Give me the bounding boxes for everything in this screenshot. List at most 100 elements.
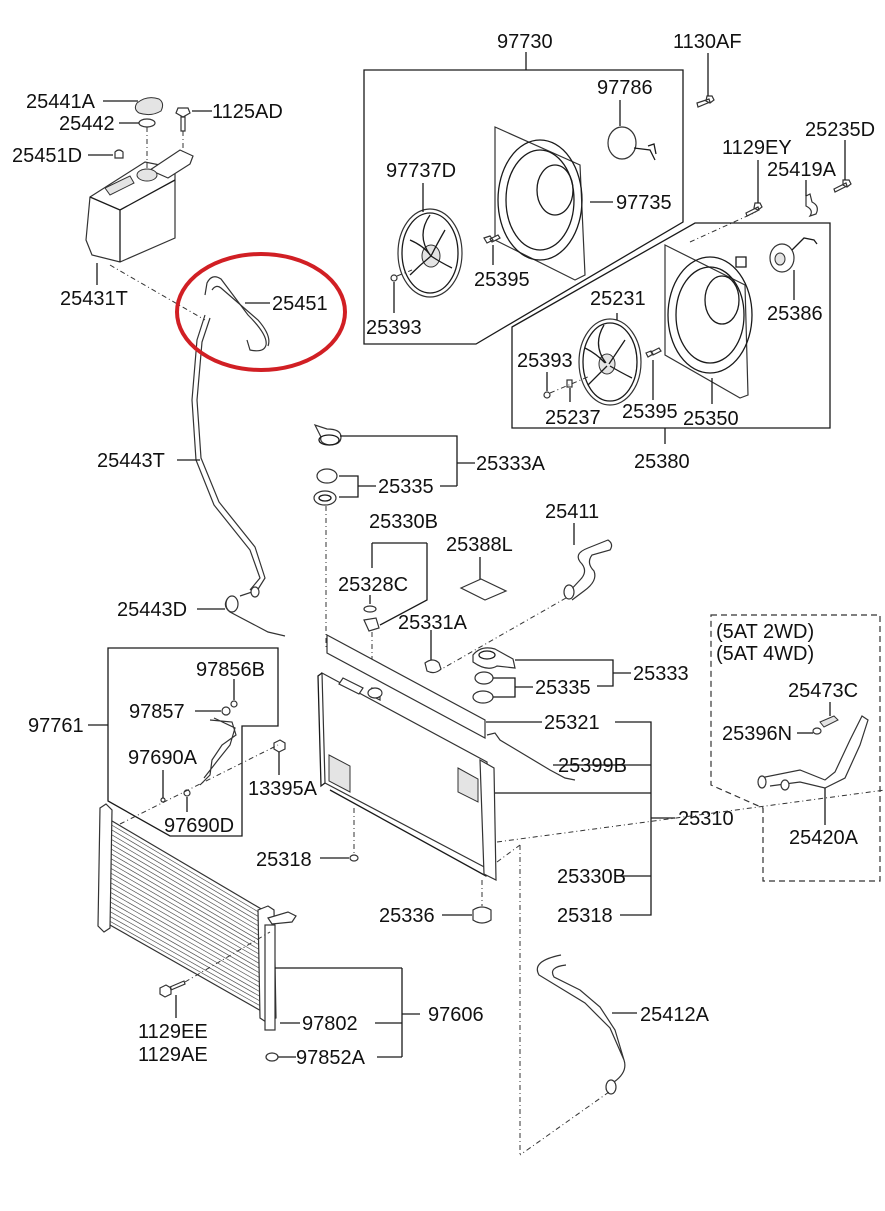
label-25451[interactable]: 25451 [272, 293, 328, 315]
condenser-fin-line [107, 861, 264, 953]
label-97857[interactable]: 97857 [129, 701, 185, 723]
label-25393-b[interactable]: 25393 [517, 350, 573, 372]
label-25473C[interactable]: 25473C [788, 680, 858, 702]
label-97856B[interactable]: 97856B [196, 659, 265, 681]
label-97761[interactable]: 97761 [28, 715, 84, 737]
tube-97761-shape[interactable] [199, 717, 237, 786]
label-97735[interactable]: 97735 [616, 192, 672, 214]
label-25330B-a[interactable]: 25330B [369, 511, 438, 533]
label-25399B[interactable]: 25399B [558, 755, 627, 777]
hose-25420A-shape[interactable] [759, 715, 869, 789]
label-25419A[interactable]: 25419A [767, 159, 837, 181]
label-25442[interactable]: 25442 [59, 113, 115, 135]
label-25441A[interactable]: 25441A [26, 91, 96, 113]
grommet-25335-b-shape[interactable] [313, 490, 337, 506]
bolt-1129EY-shape[interactable] [745, 202, 763, 217]
condenser-fin-line [107, 866, 264, 957]
grommet-25335-c-shape[interactable] [474, 671, 494, 685]
label-97690A[interactable]: 97690A [128, 747, 198, 769]
label-25231[interactable]: 25231 [590, 288, 646, 310]
label-25443T[interactable]: 25443T [97, 450, 165, 472]
label-25388L[interactable]: 25388L [446, 534, 513, 556]
label-25321[interactable]: 25321 [544, 712, 600, 734]
label-25333A[interactable]: 25333A [476, 453, 546, 475]
cap-97852A-shape[interactable] [265, 1052, 279, 1062]
label-25350[interactable]: 25350 [683, 408, 739, 430]
label-97786[interactable]: 97786 [597, 77, 653, 99]
condenser-fin-line [107, 895, 264, 985]
clamp-25331A-shape[interactable] [424, 659, 442, 674]
label-25420A[interactable]: 25420A [789, 827, 859, 849]
bolt-1130AF-shape[interactable] [696, 95, 715, 108]
label-25443D[interactable]: 25443D [117, 599, 187, 621]
label-25386[interactable]: 25386 [767, 303, 823, 325]
oring-25328C-shape[interactable] [363, 605, 377, 613]
grommet-25335-d-shape[interactable] [472, 690, 494, 704]
fan-motor-97786-shape[interactable] [607, 126, 637, 160]
label-97690D[interactable]: 97690D [164, 815, 234, 837]
gasket-25396N-shape[interactable] [812, 727, 822, 735]
condenser-fin-line [107, 851, 264, 943]
ac-tube-group: 97761 97856B 97857 97690A 97690D 13395A [28, 647, 318, 837]
sensor-25473C-shape[interactable] [819, 715, 839, 728]
nut-13395A-shape[interactable] [273, 739, 286, 753]
label-25431T[interactable]: 25431T [60, 288, 128, 310]
label-1129EE[interactable]: 1129EE [138, 1021, 208, 1043]
label-97737D[interactable]: 97737D [386, 160, 456, 182]
label-25412A[interactable]: 25412A [640, 1004, 710, 1026]
variant-note-line1: (5AT 2WD) [716, 621, 814, 643]
box-97761 [107, 647, 279, 837]
label-25333[interactable]: 25333 [633, 663, 689, 685]
hose-25411-shape[interactable] [565, 539, 613, 601]
label-25396N[interactable]: 25396N [722, 723, 792, 745]
label-25395-b[interactable]: 25395 [622, 401, 678, 423]
clip-25419A-shape[interactable] [805, 193, 818, 218]
label-25451D[interactable]: 25451D [12, 145, 82, 167]
receiver-dryer-97802-shape[interactable] [264, 924, 276, 1031]
label-25237[interactable]: 25237 [545, 407, 601, 429]
bolt-25235D-shape[interactable] [833, 179, 852, 193]
label-25336[interactable]: 25336 [379, 905, 435, 927]
radiator-upper-tank-shape[interactable] [326, 633, 486, 740]
box-5at-variant [710, 614, 881, 882]
label-25330B-b[interactable]: 25330B [557, 866, 626, 888]
grommet-25335-a-shape[interactable] [316, 468, 338, 484]
bolt-25395-a-shape[interactable] [483, 234, 501, 244]
bracket-25333-shape[interactable] [472, 647, 516, 669]
label-1125AD[interactable]: 1125AD [212, 101, 283, 123]
label-25335-a[interactable]: 25335 [378, 476, 434, 498]
label-97852A[interactable]: 97852A [296, 1047, 366, 1069]
label-25328C[interactable]: 25328C [338, 574, 408, 596]
hose-25443T-shape[interactable] [191, 314, 261, 591]
drain-plug-25330B-shape[interactable] [363, 617, 380, 632]
bolt-1129EE-shape[interactable] [159, 980, 186, 998]
label-25318-a[interactable]: 25318 [256, 849, 312, 871]
label-25380[interactable]: 25380 [634, 451, 690, 473]
label-25235D[interactable]: 25235D [805, 119, 875, 141]
cap-seal-shape[interactable] [138, 118, 156, 128]
bolt-25395-b-shape[interactable] [645, 347, 662, 358]
hose-25451-shape[interactable] [204, 276, 267, 352]
label-1129EY[interactable]: 1129EY [722, 137, 792, 159]
label-97606[interactable]: 97606 [428, 1004, 484, 1026]
label-1130AF[interactable]: 1130AF [673, 31, 742, 53]
label-25411[interactable]: 25411 [545, 501, 599, 523]
reservoir-cap-shape[interactable] [134, 97, 164, 116]
label-25331A[interactable]: 25331A [398, 612, 468, 634]
label-97730[interactable]: 97730 [497, 31, 553, 53]
label-25310[interactable]: 25310 [678, 808, 734, 830]
label-13395A[interactable]: 13395A [248, 778, 318, 800]
pin-25318-shape[interactable] [349, 854, 359, 862]
bolt-1125AD-shape[interactable] [175, 107, 191, 132]
label-25393-a[interactable]: 25393 [366, 317, 422, 339]
label-97802[interactable]: 97802 [302, 1013, 358, 1035]
label-1129AE[interactable]: 1129AE [138, 1044, 208, 1066]
sticker-25388L-shape[interactable] [459, 578, 508, 601]
mount-25336-shape[interactable] [472, 906, 492, 924]
label-25335-b[interactable]: 25335 [535, 677, 591, 699]
line-25399B-shape[interactable] [486, 732, 576, 781]
radiator-group: 25331A 25333 25335 25321 25399B 25310 25… [256, 612, 885, 1155]
label-25395-a[interactable]: 25395 [474, 269, 530, 291]
hose-25412A-shape[interactable] [536, 954, 626, 1091]
label-25318-b[interactable]: 25318 [557, 905, 613, 927]
